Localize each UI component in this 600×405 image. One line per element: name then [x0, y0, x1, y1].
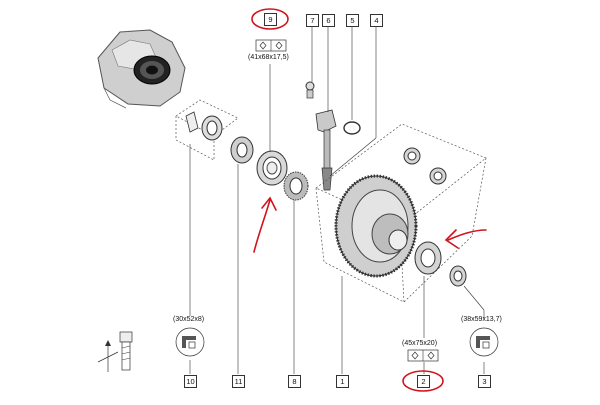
red-circle-2 [402, 370, 444, 392]
gear-8 [283, 171, 309, 201]
callout-9: 9 [264, 13, 277, 26]
seal-11 [230, 136, 254, 164]
bolt-orientation-icon [97, 331, 133, 372]
bearing-2 [414, 241, 442, 275]
bearing-9 [256, 150, 288, 186]
dimension-label-2: (45x75x20) [402, 340, 438, 347]
seal-assembly-box [175, 99, 239, 161]
red-annotations [251, 8, 487, 392]
callout-5: 5 [346, 14, 359, 27]
measure-icon-9 [255, 39, 287, 52]
red-arrow-shaft-right [447, 229, 487, 241]
callout-7: 7 [306, 14, 319, 27]
callout-8: 8 [288, 375, 301, 388]
red-arrow-shaft-left [253, 199, 271, 253]
callout-10: 10 [184, 375, 197, 388]
gearbox-housing [97, 29, 186, 109]
callout-6: 6 [322, 14, 335, 27]
callout-1: 1 [336, 375, 349, 388]
callout-3: 3 [478, 375, 491, 388]
dimension-label-3: (38x59x13,7) [461, 316, 502, 323]
seal-symbol-3 [469, 327, 499, 357]
callout-11: 11 [232, 375, 245, 388]
measure-icon-2 [407, 349, 439, 362]
shaft-parts [305, 81, 361, 191]
dimension-label-9: (41x68x17,5) [248, 54, 289, 61]
callout-2: 2 [417, 375, 430, 388]
red-arrow-head-right [444, 229, 459, 249]
seal-3 [449, 265, 467, 287]
callout-4: 4 [370, 14, 383, 27]
red-circle-9 [251, 8, 289, 30]
dimension-label-10: (30x52x8) [173, 316, 205, 323]
crown-wheel [334, 174, 418, 278]
seal-symbol-10 [175, 327, 205, 357]
red-arrow-head-left [261, 196, 277, 211]
leader-lines [189, 26, 485, 374]
